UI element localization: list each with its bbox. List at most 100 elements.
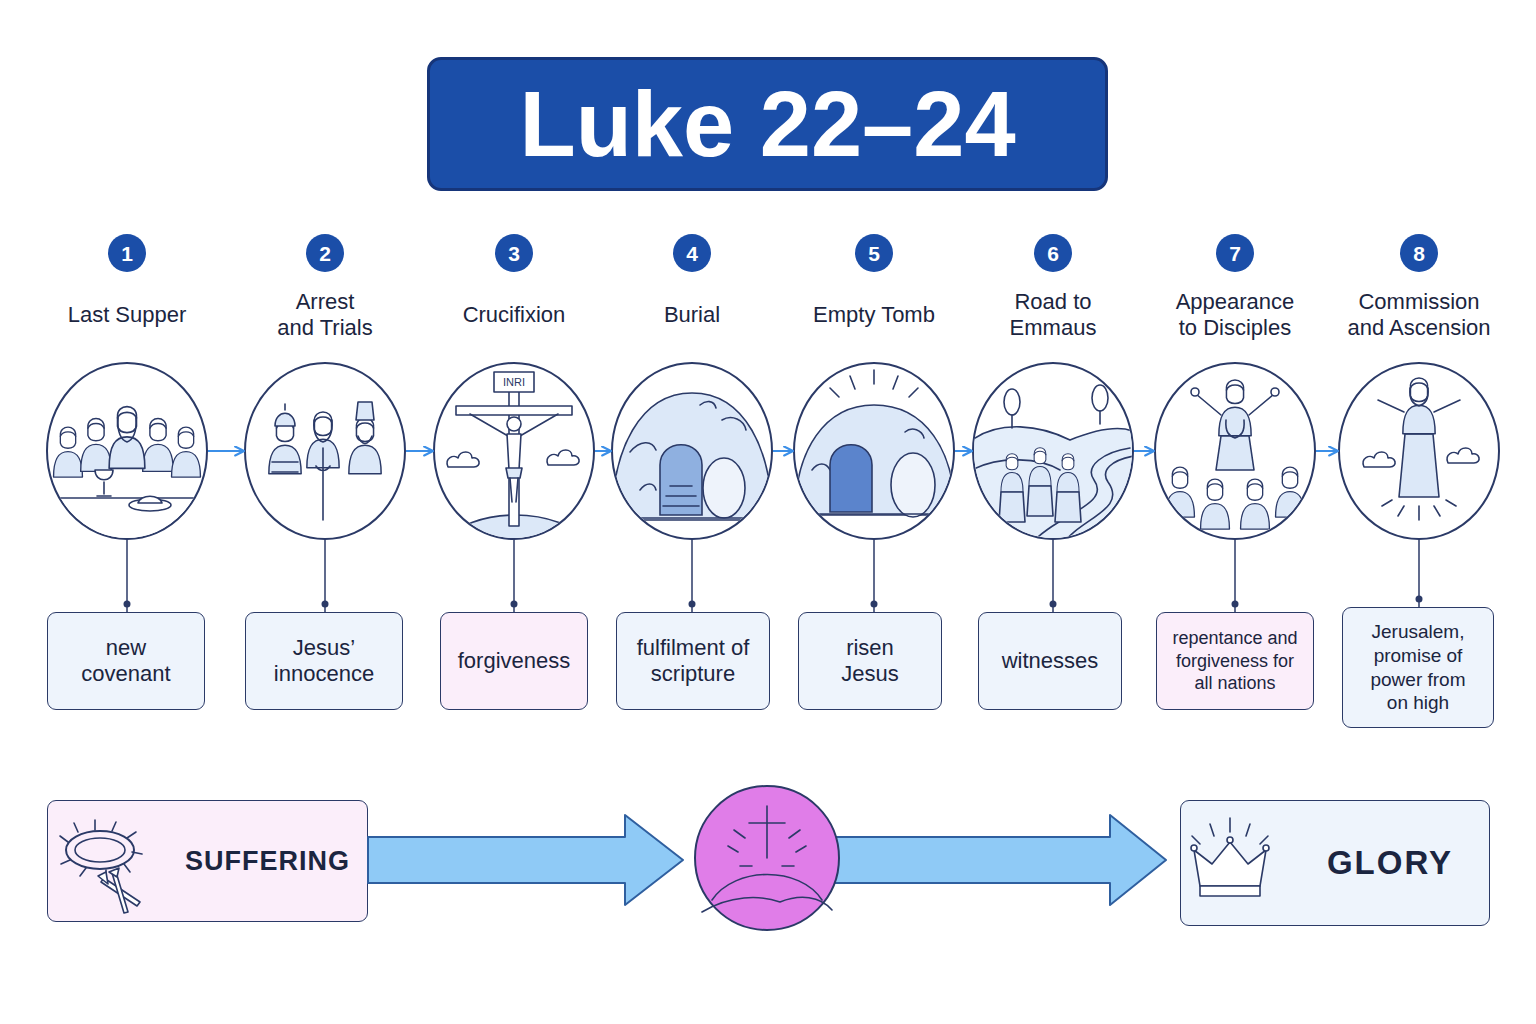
- circle-outline: [1154, 362, 1316, 540]
- callout-number: 8: [1413, 243, 1425, 264]
- connector-group: [871, 540, 878, 612]
- node-text: Jesus’ innocence: [249, 635, 399, 688]
- step-number-badge: 2: [306, 234, 344, 272]
- node-text: risen Jesus: [820, 635, 920, 688]
- step-heading: Appearance to Disciples: [1168, 282, 1303, 348]
- flow-arrow: [955, 450, 972, 452]
- scene-circle: Road to Emmaus: [972, 362, 1134, 540]
- circle-outline: [46, 362, 208, 540]
- sign-text: INRI: [503, 377, 525, 388]
- circle-shape: [794, 363, 954, 539]
- scene-circle: Last Supper: [46, 362, 208, 540]
- step-heading: Commission and Ascension: [1342, 282, 1497, 348]
- circle-shape: [612, 363, 772, 539]
- leader-dot: [1416, 596, 1423, 603]
- circle-shape: [973, 363, 1133, 539]
- leader-line: [1052, 540, 1054, 612]
- connector-group: [1050, 540, 1057, 612]
- step-number-badge: 5: [855, 234, 893, 272]
- step-number-badge: 1: [108, 234, 146, 272]
- illustration-part: [835, 815, 1166, 905]
- connector-group: [322, 540, 329, 612]
- node-text: SUFFERING: [185, 845, 350, 877]
- step-heading: Road to Emmaus: [998, 282, 1108, 348]
- node-text: fulfilment of scripture: [623, 635, 763, 688]
- leader-line: [691, 540, 693, 612]
- illustration-part: [712, 875, 822, 901]
- callout-number: 6: [1047, 243, 1059, 264]
- leader-line: [1234, 540, 1236, 612]
- connector-group: [1316, 451, 1338, 452]
- leader-line: [873, 540, 875, 612]
- leader-dot: [689, 601, 696, 608]
- leader-dot: [1232, 601, 1239, 608]
- illustration-part: [728, 830, 806, 866]
- callout-number: 7: [1229, 243, 1241, 264]
- leader-line: [324, 540, 326, 612]
- circle-outline: [1338, 362, 1500, 540]
- circle-outline: [793, 362, 955, 540]
- leader-dot: [1050, 601, 1057, 608]
- theme-box: risen Jesus: [798, 612, 942, 710]
- connector-group: [208, 451, 244, 452]
- theme-box: forgiveness: [440, 612, 588, 710]
- flow-arrow: [406, 450, 433, 452]
- scene-circle: Crucifixion: [433, 362, 595, 540]
- node-text: forgiveness: [458, 648, 571, 674]
- leader-dot: [511, 601, 518, 608]
- connector-group: [595, 451, 611, 452]
- scene-circle: Commission and Ascension: [1338, 362, 1500, 540]
- theme-box: Jerusalem, promise of power from on high: [1342, 607, 1494, 728]
- flow-arrows: [368, 815, 1166, 905]
- node-text: GLORY: [1327, 843, 1453, 883]
- step-number-badge: 7: [1216, 234, 1254, 272]
- circle-shape: [1155, 363, 1315, 539]
- theme-box: new covenant: [47, 612, 205, 710]
- illustration-part: [925, 530, 955, 545]
- illustration-part: [702, 897, 832, 912]
- callout-number: 1: [121, 243, 133, 264]
- flow-arrow: [208, 450, 244, 452]
- connector-group: [511, 540, 518, 612]
- title-banner: Luke 22–24: [427, 57, 1108, 191]
- theme-box: fulfilment of scripture: [616, 612, 770, 710]
- step-heading: Arrest and Trials: [276, 282, 375, 348]
- node-text: Jerusalem, promise of power from on high: [1362, 620, 1474, 715]
- step-heading: Empty Tomb: [774, 282, 974, 348]
- scene-circle: Arrest and Trials: [244, 362, 406, 540]
- scene-circle: Burial: [611, 362, 773, 540]
- circle-outline: [433, 362, 595, 540]
- illustration-part: [368, 815, 683, 905]
- circle-shape: [1339, 363, 1499, 539]
- theme-box: repentance and forgiveness for all natio…: [1156, 612, 1314, 710]
- flow-arrow: [773, 450, 793, 452]
- connector-group: [124, 540, 131, 612]
- flow-arrow: [1316, 450, 1338, 452]
- circle-outline: [244, 362, 406, 540]
- illustration-part: [695, 786, 839, 930]
- connector-group: [773, 451, 793, 452]
- circle-outline: [611, 362, 773, 540]
- glory-box: GLORY: [1180, 800, 1490, 926]
- step-heading: Burial: [592, 282, 792, 348]
- node-text: repentance and forgiveness for all natio…: [1169, 627, 1301, 695]
- step-number-badge: 6: [1034, 234, 1072, 272]
- circle-outline: [972, 362, 1134, 540]
- connector-group: [1134, 451, 1154, 452]
- flow-arrow: [595, 450, 611, 452]
- node-text: new covenant: [66, 635, 186, 688]
- connector-group: [1416, 540, 1423, 607]
- step-number-badge: 8: [1400, 234, 1438, 272]
- circle-shape: [434, 363, 594, 539]
- node-text: witnesses: [1002, 648, 1099, 674]
- leader-line: [1418, 540, 1420, 607]
- leader-dot: [124, 601, 131, 608]
- step-heading: Last Supper: [27, 282, 227, 348]
- leader-dot: [322, 601, 329, 608]
- connector-group: [406, 451, 433, 452]
- callout-number: 2: [319, 243, 331, 264]
- circle-shape: [47, 363, 207, 539]
- title-text: Luke 22–24: [519, 78, 1015, 170]
- cross-sign: INRI: [494, 372, 534, 392]
